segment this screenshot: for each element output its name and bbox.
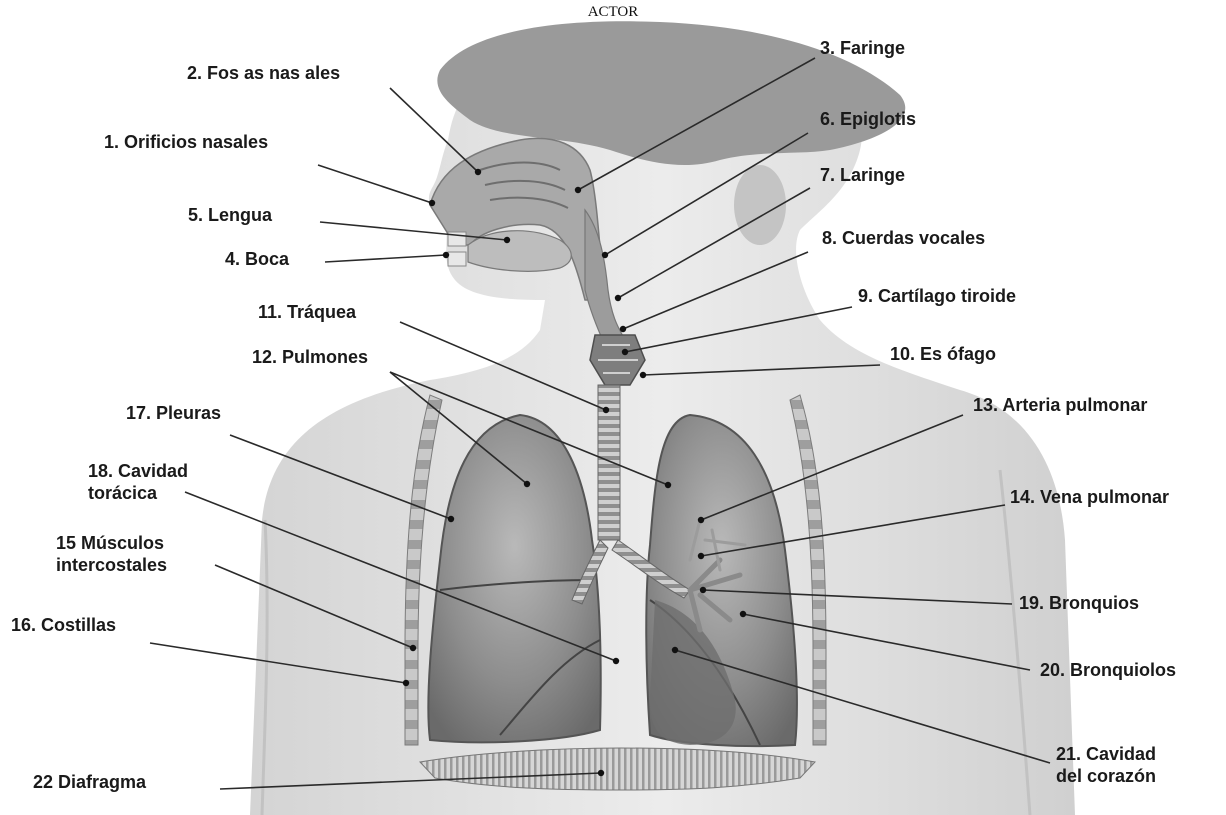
leader-dot-epiglotis bbox=[602, 252, 608, 258]
leader-dot-esofago bbox=[640, 372, 646, 378]
label-fosas-nasales: 2. Fos as nas ales bbox=[187, 63, 340, 83]
leader-dot-pleuras bbox=[448, 516, 454, 522]
leader-dot-cavidad-corazon bbox=[672, 647, 678, 653]
label-laringe: 7. Laringe bbox=[820, 165, 905, 185]
leader-dot-cartilago-tiroide bbox=[622, 349, 628, 355]
label-lengua: 5. Lengua bbox=[188, 205, 273, 225]
label-cartilago-tiroide: 9. Cartílago tiroide bbox=[858, 286, 1016, 306]
label-pleuras: 17. Pleuras bbox=[126, 403, 221, 423]
label-pulmones: 12. Pulmones bbox=[252, 347, 368, 367]
leader-dot-traquea bbox=[603, 407, 609, 413]
leader-dot-pulmones-a bbox=[524, 481, 530, 487]
leader-dot-faringe bbox=[575, 187, 581, 193]
leader-dot-vena-pulmonar bbox=[698, 553, 704, 559]
label-cuerdas-vocales: 8. Cuerdas vocales bbox=[822, 228, 985, 248]
leader-dot-lengua bbox=[504, 237, 510, 243]
label-esofago: 10. Es ófago bbox=[890, 344, 996, 364]
label-vena-pulmonar: 14. Vena pulmonar bbox=[1010, 487, 1169, 507]
label-boca: 4. Boca bbox=[225, 249, 290, 269]
leader-line-boca bbox=[325, 255, 446, 262]
label-diafragma: 22 Diafragma bbox=[33, 772, 147, 792]
leader-dot-laringe bbox=[615, 295, 621, 301]
label-epiglotis: 6. Epiglotis bbox=[820, 109, 916, 129]
label-costillas: 16. Costillas bbox=[11, 615, 116, 635]
label-traquea: 11. Tráquea bbox=[258, 302, 357, 322]
leader-dot-cavidad-toracica bbox=[613, 658, 619, 664]
leader-line-orificios-nasales bbox=[318, 165, 432, 203]
label-arteria-pulmonar: 13. Arteria pulmonar bbox=[973, 395, 1147, 415]
diaphragm-shape bbox=[420, 748, 815, 790]
leader-dot-cuerdas-vocales bbox=[620, 326, 626, 332]
label-orificios-nasales: 1. Orificios nasales bbox=[104, 132, 268, 152]
label-bronquiolos: 20. Bronquiolos bbox=[1040, 660, 1176, 680]
label-bronquios: 19. Bronquios bbox=[1019, 593, 1139, 613]
leader-dot-bronquios bbox=[700, 587, 706, 593]
leader-dot-musculos-intercostales bbox=[410, 645, 416, 651]
leader-dot-orificios-nasales bbox=[429, 200, 435, 206]
leader-dot-fosas-nasales bbox=[475, 169, 481, 175]
label-faringe: 3. Faringe bbox=[820, 38, 905, 58]
leader-dot-arteria-pulmonar bbox=[698, 517, 704, 523]
leader-dot-bronquiolos bbox=[740, 611, 746, 617]
leader-dot-boca bbox=[443, 252, 449, 258]
leader-dot-costillas bbox=[403, 680, 409, 686]
leader-dot-diafragma bbox=[598, 770, 604, 776]
leader-dot-pulmones-b bbox=[665, 482, 671, 488]
